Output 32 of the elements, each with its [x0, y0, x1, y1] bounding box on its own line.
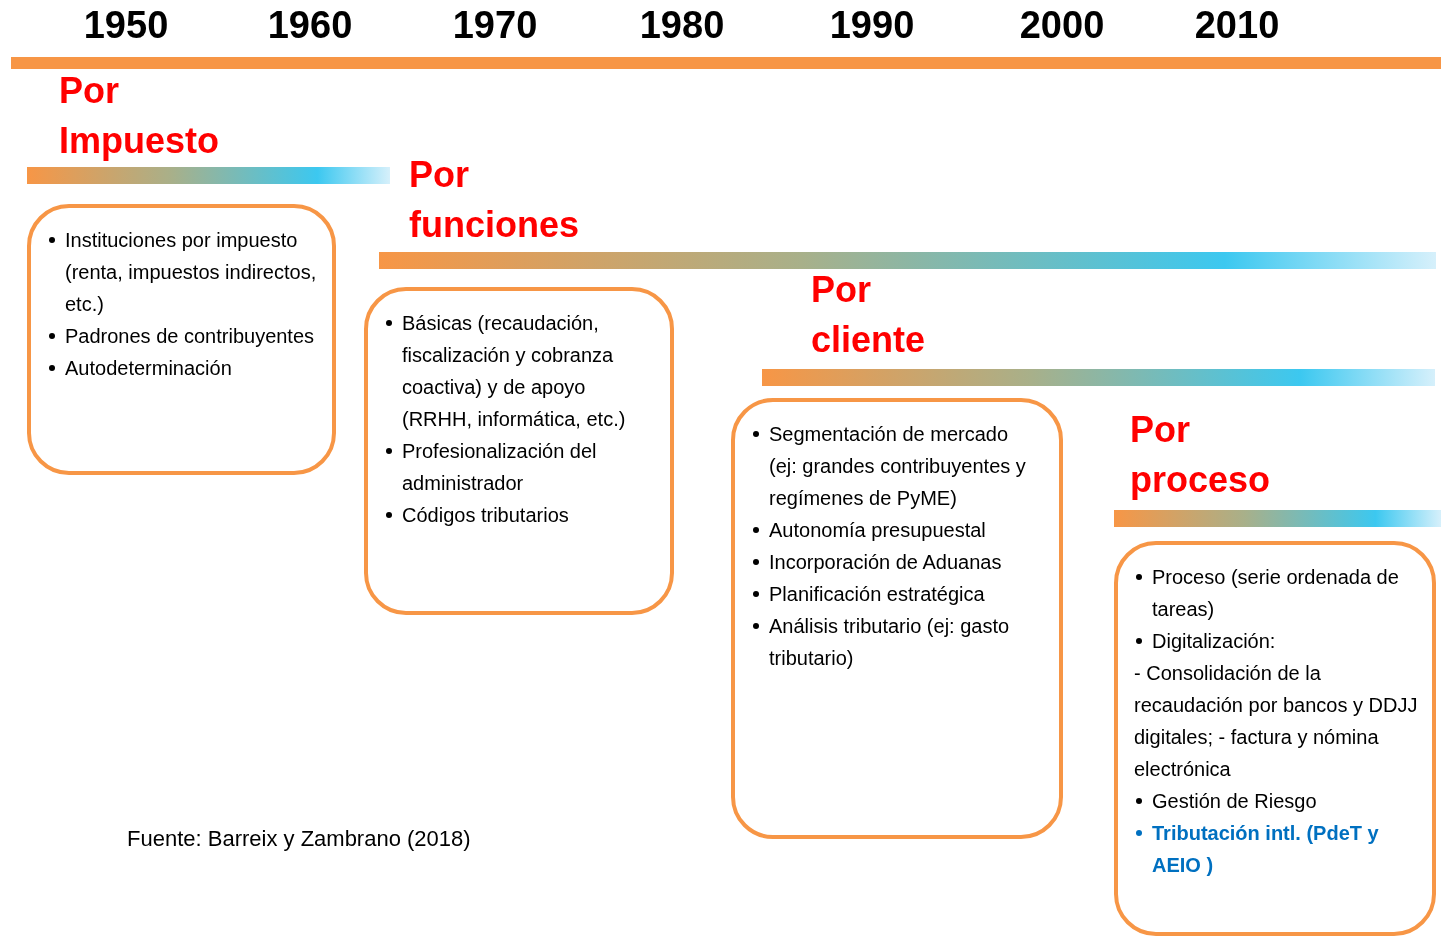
bullet-item: Códigos tributarios	[384, 499, 659, 531]
bullet-item: Planificación estratégica	[751, 578, 1041, 610]
phase-heading: Por proceso	[1130, 408, 1271, 502]
bullet-item: Profesionalización del administrador	[384, 435, 659, 499]
phase-bar	[1114, 510, 1441, 527]
year-label: 1990	[829, 4, 915, 47]
year-label: 1980	[639, 4, 725, 47]
bullet-item: Autonomía presupuestal	[751, 514, 1041, 546]
bullet-item: Gestión de Riesgo	[1134, 785, 1424, 817]
year-label: 1970	[452, 4, 538, 47]
bullet-item: Instituciones por impuesto (renta, impuestos indirectos, etc.)	[47, 224, 317, 320]
bullet-item: Digitalización:	[1134, 625, 1424, 657]
list-text: - Consolidación de la recaudación por bancos y DDJJ digitales; - factura y nómina electrónica	[1134, 661, 1419, 782]
bullet-item: Básicas (recaudación, fiscalización y cobranza coactiva) y de apoyo (RRHH, informática, etc.)	[384, 307, 659, 435]
bullet-item: Análisis tributario (ej: gasto tributario)	[751, 610, 1041, 674]
bullet-item: Proceso (serie ordenada de tareas)	[1134, 561, 1424, 625]
bullet-item: Incorporación de Aduanas	[751, 546, 1041, 578]
bullet-item: Padrones de contribuyentes	[47, 320, 317, 352]
bullet-item: Autodeterminación	[47, 352, 317, 384]
phase-heading: Por funciones	[409, 153, 579, 247]
phase-bar	[379, 252, 1436, 269]
phase-bar	[762, 369, 1435, 386]
bullet-item: Tributación intl. (PdeT y AEIO )	[1134, 817, 1424, 881]
year-label: 1950	[83, 4, 169, 47]
bullet-item: Segmentación de mercado (ej: grandes contribuyentes y regímenes de PyME)	[751, 418, 1041, 514]
year-label: 1960	[267, 4, 353, 47]
phase-heading: Por cliente	[811, 268, 926, 362]
phase-heading: Por Impuesto	[59, 69, 219, 163]
phase-bar	[27, 167, 390, 184]
source-note: Fuente: Barreix y Zambrano (2018)	[127, 826, 471, 852]
year-label: 2010	[1194, 4, 1280, 47]
year-label: 2000	[1019, 4, 1105, 47]
